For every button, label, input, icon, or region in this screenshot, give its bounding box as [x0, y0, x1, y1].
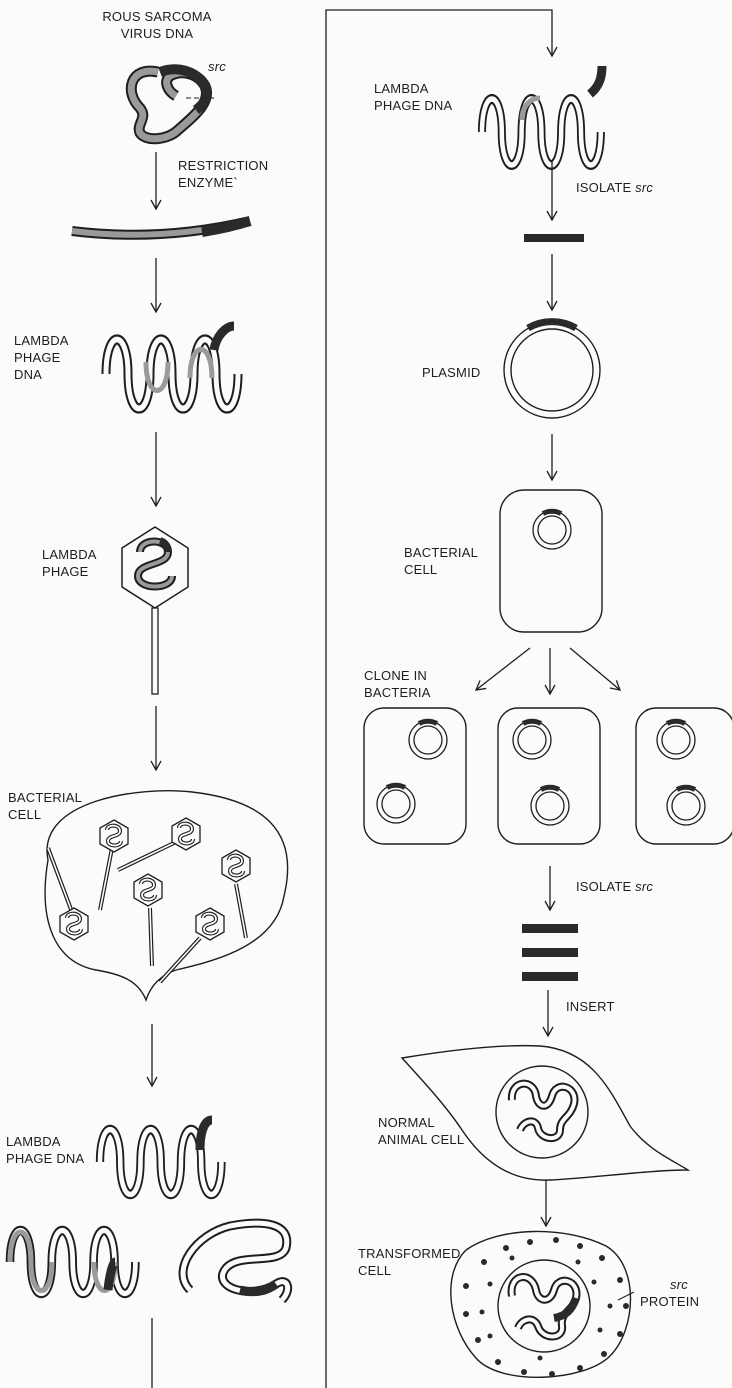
label-lambda-phage-1: LAMBDA: [42, 546, 97, 563]
linear-viral-dna: [72, 221, 250, 235]
label-lambda-1: LAMBDA: [14, 332, 69, 349]
label-isolate-word: ISOLATE: [576, 879, 631, 894]
label-cell-left: CELL: [8, 806, 41, 823]
label-bacterial-left: BACTERIAL: [8, 789, 82, 806]
clone-bacterial-cell: [636, 708, 732, 844]
label-plasmid: PLASMID: [422, 364, 480, 381]
lambda-phage-dna-recombinant: [106, 326, 238, 409]
label-lambda-phage-2: PHAGE: [42, 563, 89, 580]
lambda-phage-dna-copies: [10, 1223, 288, 1300]
connector-line: [326, 10, 552, 1388]
label-src-word: src: [635, 879, 653, 894]
lambda-phage-particle: [122, 527, 188, 694]
clone-bacterial-cell: [364, 708, 466, 844]
label-cell-right: CELL: [404, 561, 437, 578]
label-rous-sarcoma: ROUS SARCOMA: [92, 8, 222, 25]
isolated-src-fragments: [522, 924, 578, 981]
label-phage-1: PHAGE: [14, 349, 61, 366]
label-bacteria: BACTERIA: [364, 684, 431, 701]
label-isolate-src-1: ISOLATE src: [576, 179, 653, 196]
label-restriction: RESTRICTION: [178, 157, 268, 174]
label-transformed-cell: CELL: [358, 1262, 391, 1279]
label-insert: INSERT: [566, 998, 615, 1015]
label-normal: NORMAL: [378, 1114, 435, 1131]
infected-bacterial-cell: [45, 791, 288, 1000]
label-src-word: src: [635, 180, 653, 195]
label-lambda-2: LAMBDA: [6, 1133, 61, 1150]
label-isolate-word: ISOLATE: [576, 180, 631, 195]
lambda-phage-dna-right: [482, 66, 602, 165]
label-enzyme: ENZYME`: [178, 174, 238, 191]
label-bacterial-right: BACTERIAL: [404, 544, 478, 561]
label-src-top: src: [208, 58, 226, 75]
transformed-cell: [451, 1231, 634, 1377]
label-phage-dna-2: PHAGE DNA: [6, 1150, 84, 1167]
arrow-branch: [570, 648, 620, 690]
clone-bacterial-cell: [498, 708, 600, 844]
src-gene-fragment: [524, 234, 584, 242]
bacterial-cell-with-plasmid: [500, 490, 602, 632]
label-phage-dna-right: PHAGE DNA: [374, 97, 452, 114]
plasmid-ring: [504, 322, 600, 418]
rous-virus-dna-loop: [131, 69, 214, 138]
label-dna-1: DNA: [14, 366, 42, 383]
label-animal-cell: ANIMAL CELL: [378, 1131, 464, 1148]
label-isolate-src-2: ISOLATE src: [576, 878, 653, 895]
label-src-protein-2: PROTEIN: [640, 1293, 699, 1310]
label-transformed: TRANSFORMED: [358, 1245, 461, 1262]
normal-animal-cell: [402, 1046, 688, 1181]
label-clone-in: CLONE IN: [364, 667, 427, 684]
label-src-protein-1: src: [670, 1276, 688, 1293]
arrow-branch: [476, 648, 530, 690]
lambda-phage-dna-progeny: [100, 1120, 221, 1194]
label-virus-dna: VIRUS DNA: [92, 25, 222, 42]
label-lambda-right: LAMBDA: [374, 80, 429, 97]
